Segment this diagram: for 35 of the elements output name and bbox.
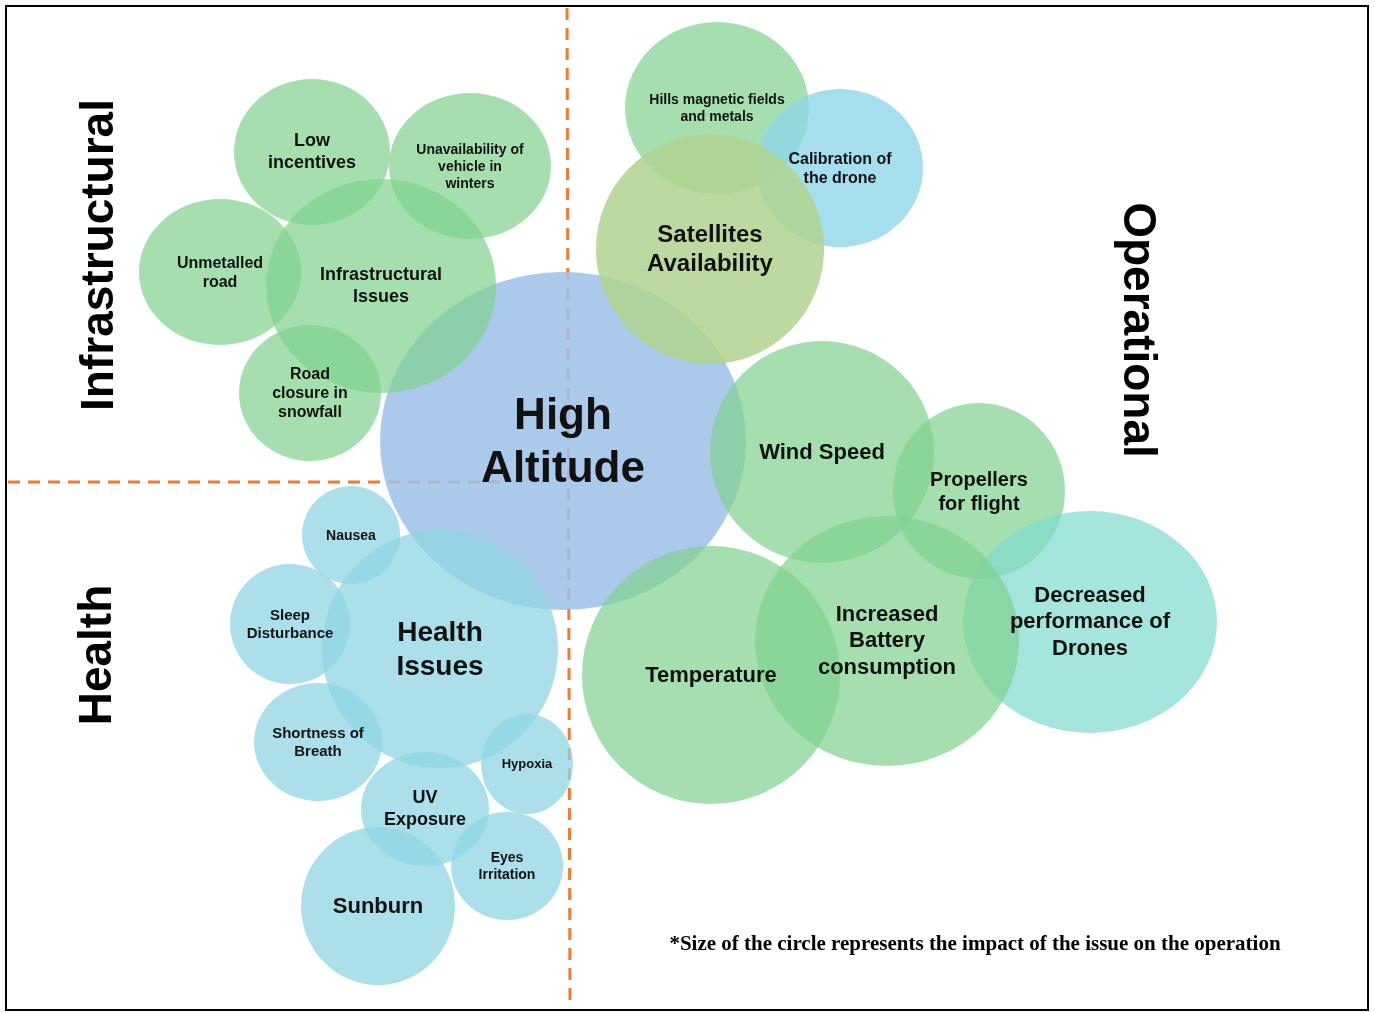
issue-circle xyxy=(302,486,400,584)
category-label: Operational xyxy=(1113,202,1167,458)
issue-label: High Altitude xyxy=(480,388,646,493)
issue-label: Health Issues xyxy=(395,615,485,683)
issue-label: Temperature xyxy=(644,661,778,689)
issue-circle xyxy=(301,827,455,985)
issue-label: Infrastructural Issues xyxy=(319,264,443,308)
issue-circle xyxy=(481,714,573,814)
issue-circle xyxy=(254,683,382,801)
issue-circle xyxy=(239,325,381,461)
issue-circle xyxy=(234,79,390,225)
issue-label: Calibration of the drone xyxy=(787,148,893,188)
issue-label: Unavailability of vehicle in winters xyxy=(415,140,525,192)
issue-label: Unmetalled road xyxy=(175,252,265,292)
issue-label: Hills magnetic fields and metals xyxy=(648,91,786,125)
issue-circle xyxy=(389,93,551,239)
issue-label: Propellers for flight xyxy=(929,467,1029,515)
issue-label: Decreased performance of Drones xyxy=(1008,582,1172,662)
issue-label: Satellites Availability xyxy=(646,220,774,278)
issue-label: Hypoxia xyxy=(500,756,554,772)
issue-label: Increased Battery consumption xyxy=(816,601,958,681)
footnote: *Size of the circle represents the impact of the issue on the operation xyxy=(669,930,1281,956)
issue-label: Nausea xyxy=(325,526,377,544)
issue-label: Shortness of Breath xyxy=(271,724,365,760)
category-label: Health xyxy=(68,584,122,726)
issue-circle xyxy=(139,199,301,345)
issue-label: Eyes Irritation xyxy=(477,849,537,883)
issue-label: Low incentives xyxy=(266,130,357,174)
issue-label: Wind Speed xyxy=(758,438,886,466)
issue-label: UV Exposure xyxy=(383,787,467,831)
category-label: Infrastructural xyxy=(70,99,124,411)
issue-label: Road closure in snowfall xyxy=(271,364,349,422)
issue-circle xyxy=(230,564,350,684)
issue-label: Sleep Disturbance xyxy=(245,606,335,642)
issue-label: Sunburn xyxy=(331,892,425,920)
